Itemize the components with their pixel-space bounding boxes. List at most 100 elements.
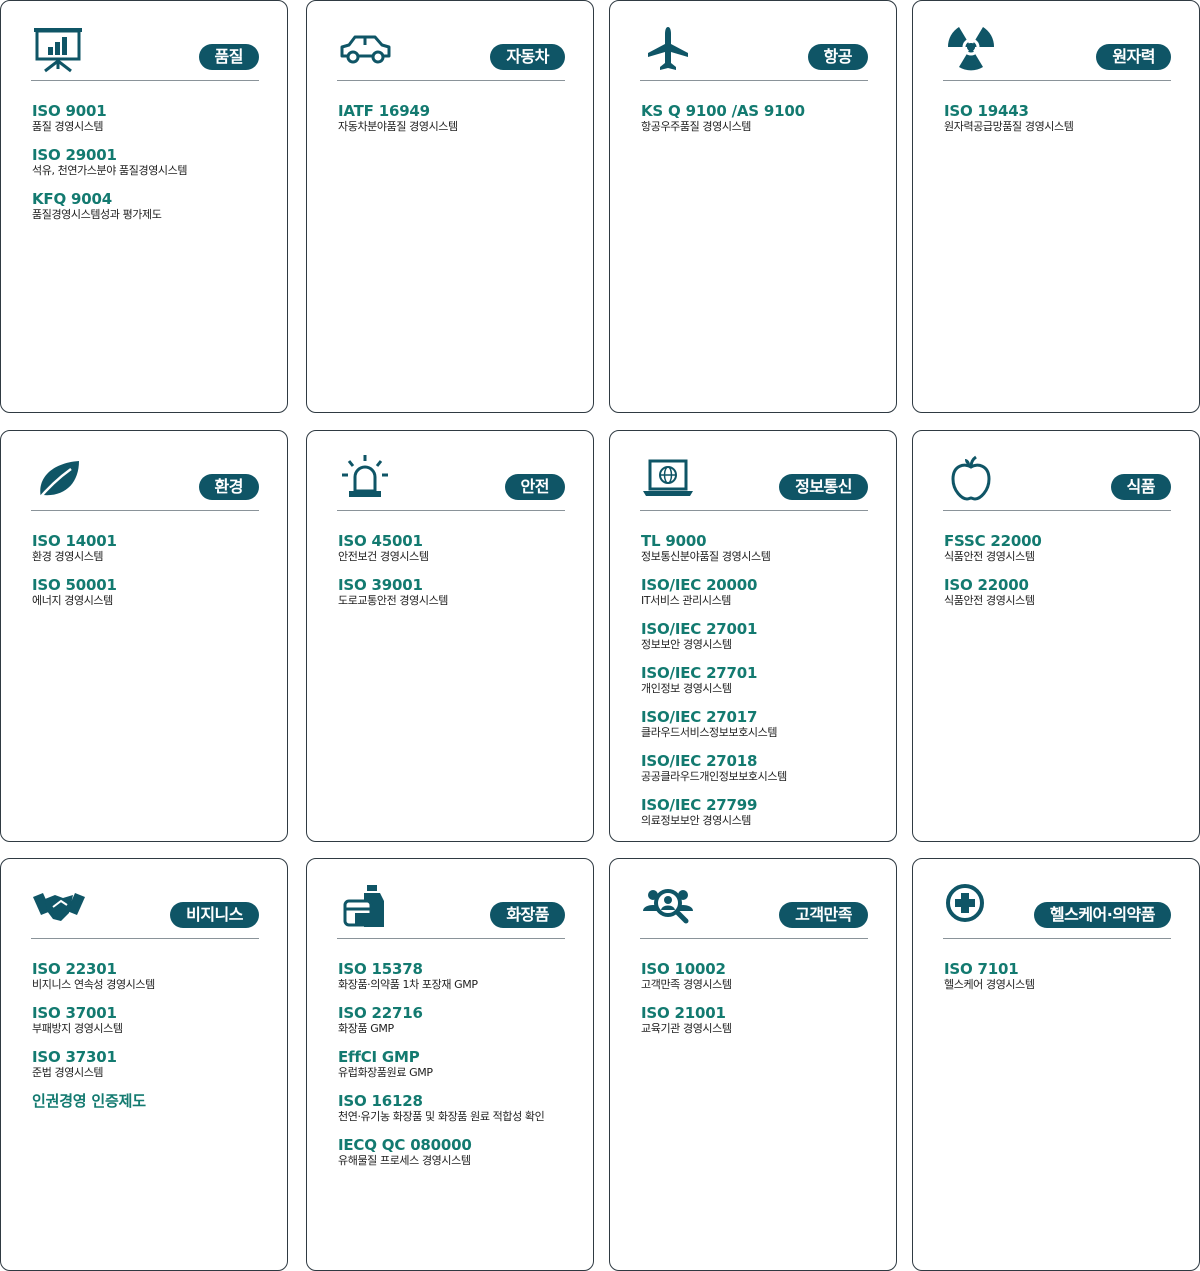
standard-code: FSSC 22000: [944, 532, 1042, 550]
category-badge[interactable]: 환경: [198, 474, 259, 500]
standard-description: 천연·유기농 화장품 및 화장품 원료 적합성 확인: [338, 1110, 545, 1123]
standard-description: 화장품·의약품 1차 포장재 GMP: [338, 978, 478, 991]
standard-description: 항공우주품질 경영시스템: [641, 120, 752, 133]
standard-description: 정보통신분야품질 경영시스템: [641, 550, 771, 563]
standard-description: IT서비스 관리시스템: [641, 594, 732, 607]
category-badge[interactable]: 원자력: [1096, 44, 1171, 70]
category-badge[interactable]: 정보통신: [779, 474, 868, 500]
standard-code: 인권경영 인증제도: [32, 1092, 146, 1110]
standard-description: 유해물질 프로세스 경영시스템: [338, 1154, 471, 1167]
leaf-icon: [31, 453, 87, 503]
standard-description: 고객만족 경영시스템: [641, 978, 732, 991]
category-badge[interactable]: 안전: [504, 474, 565, 500]
standard-item[interactable]: 인권경영 인증제도: [32, 1092, 277, 1110]
standard-description: 헬스케어 경영시스템: [944, 978, 1035, 991]
apple-icon: [943, 453, 999, 503]
standard-code: KFQ 9004: [32, 190, 112, 208]
category-badge[interactable]: 품질: [198, 44, 259, 70]
cosmetics-icon: [337, 881, 393, 931]
category-badge[interactable]: 고객만족: [779, 902, 868, 928]
category-badge[interactable]: 헬스케어·의약품: [1033, 902, 1171, 928]
divider: [337, 510, 565, 511]
standard-code: ISO 7101: [944, 960, 1019, 978]
siren-icon: [337, 453, 393, 503]
category-badge[interactable]: 비지니스: [170, 902, 259, 928]
divider: [31, 80, 259, 81]
standard-code: ISO 22716: [338, 1004, 423, 1022]
standard-code: ISO 37301: [32, 1048, 117, 1066]
divider: [640, 510, 868, 511]
customer-search-icon: [640, 881, 696, 931]
standard-description: 품질 경영시스템: [32, 120, 104, 133]
standard-description: 원자력공급망품질 경영시스템: [944, 120, 1074, 133]
standard-code: ISO 22301: [32, 960, 117, 978]
laptop-globe-icon: [640, 453, 696, 503]
standard-code: ISO 22000: [944, 576, 1029, 594]
car-icon: [337, 23, 393, 73]
standard-description: 화장품 GMP: [338, 1022, 394, 1035]
presentation-chart-icon: [31, 23, 87, 73]
standard-code: TL 9000: [641, 532, 707, 550]
category-badge[interactable]: 항공: [807, 44, 868, 70]
standard-description: 에너지 경영시스템: [32, 594, 113, 607]
category-badge[interactable]: 식품: [1110, 474, 1171, 500]
standard-code: ISO/IEC 27001: [641, 620, 758, 638]
category-badge[interactable]: 자동차: [490, 44, 565, 70]
standard-description: 개인정보 경영시스템: [641, 682, 732, 695]
standard-description: 환경 경영시스템: [32, 550, 104, 563]
standard-code: ISO 9001: [32, 102, 107, 120]
standard-code: ISO 19443: [944, 102, 1029, 120]
standard-code: ISO 21001: [641, 1004, 726, 1022]
category-badge[interactable]: 화장품: [490, 902, 565, 928]
divider: [943, 510, 1171, 511]
standard-code: ISO/IEC 20000: [641, 576, 758, 594]
standard-code: ISO 50001: [32, 576, 117, 594]
